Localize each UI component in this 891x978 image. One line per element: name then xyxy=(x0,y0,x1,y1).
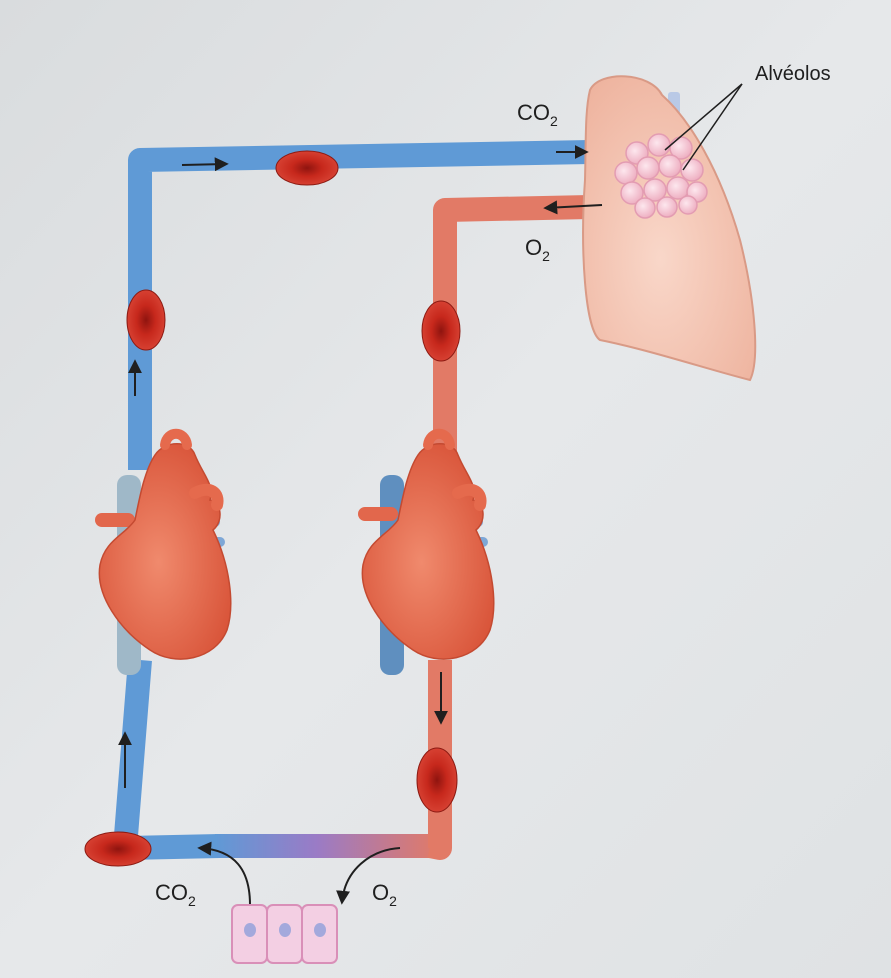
alveolos-label: Alvéolos xyxy=(755,63,831,85)
mixed-capillary xyxy=(215,834,440,858)
curved-arrow-co2-icon xyxy=(197,841,251,906)
arrow-left-icon xyxy=(543,200,603,215)
alveoli-cluster xyxy=(614,133,708,219)
o2-label-bottom: O2 xyxy=(372,880,397,909)
co2-label-bottom: CO2 xyxy=(155,880,196,909)
o2-label-top: O2 xyxy=(525,235,550,264)
heart-icon xyxy=(95,428,232,675)
red-blood-cell-icon xyxy=(421,300,461,362)
red-blood-cell-icon xyxy=(126,289,166,351)
co2-label-top: CO2 xyxy=(517,100,558,129)
heart-icon xyxy=(358,428,495,675)
tissue-cells-icon xyxy=(231,904,338,964)
flow-arrows xyxy=(118,145,603,906)
curved-arrow-o2-icon xyxy=(336,847,401,905)
arrow-right-icon xyxy=(181,157,229,172)
red-blood-cell-icon xyxy=(275,150,339,186)
alveolos-label-group: Alvéolos xyxy=(664,63,831,171)
red-blood-cell-icon xyxy=(84,831,152,867)
red-blood-cell-icon xyxy=(416,747,458,813)
